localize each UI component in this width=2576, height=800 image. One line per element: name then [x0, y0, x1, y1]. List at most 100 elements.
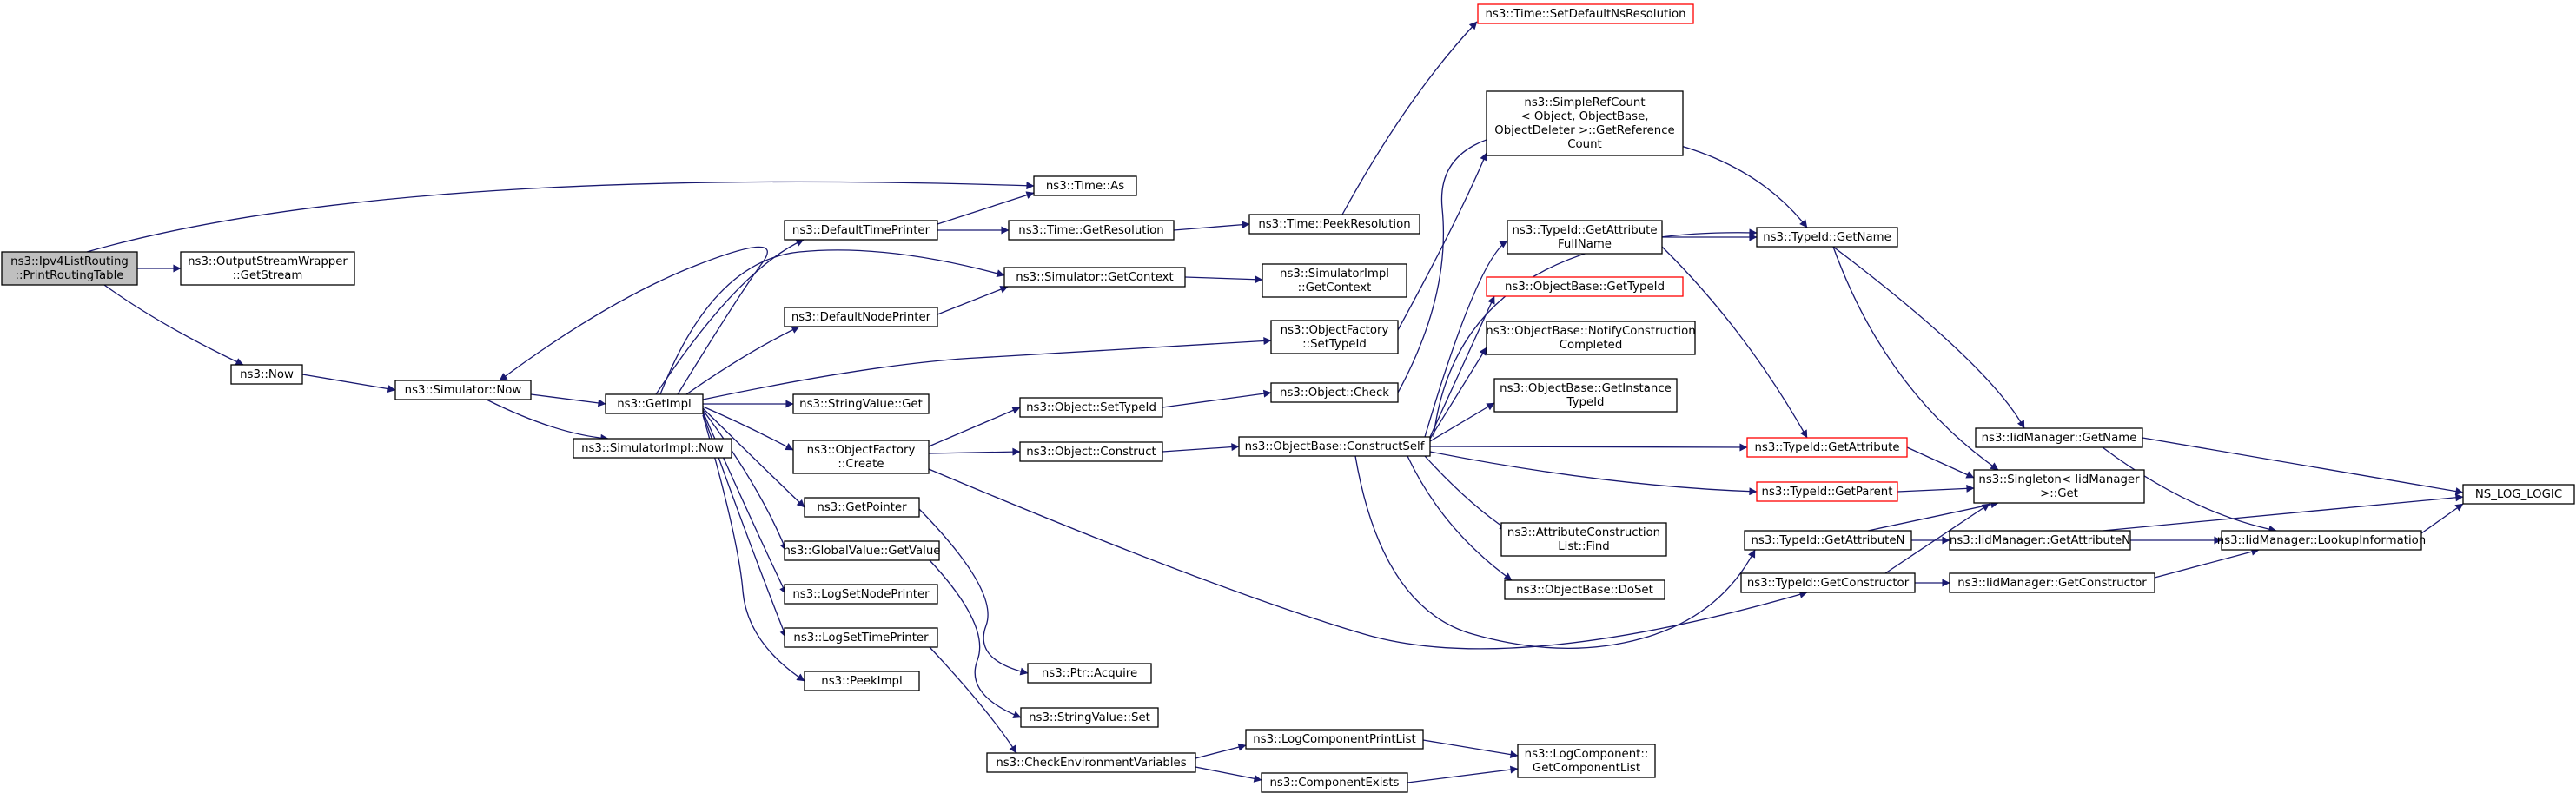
node-box[interactable]	[1486, 276, 1684, 297]
node-box[interactable]	[784, 220, 938, 241]
node-box[interactable]	[1033, 175, 1137, 196]
node-box[interactable]	[2221, 530, 2422, 551]
node-simgetctx[interactable]: ns3::Simulator::GetContext	[1003, 267, 1186, 288]
node-box[interactable]	[792, 393, 930, 414]
node-box[interactable]	[1248, 214, 1420, 235]
node-box[interactable]	[1270, 320, 1399, 354]
node-simnow[interactable]: ns3::Simulator::Now	[394, 380, 532, 400]
node-ofcreate[interactable]: ns3::ObjectFactory::Create	[792, 440, 930, 474]
node-obconstructself[interactable]: ns3::ObjectBase::ConstructSelf	[1238, 436, 1431, 457]
node-dnp[interactable]: ns3::DefaultNodePrinter	[784, 307, 938, 327]
node-box[interactable]	[1746, 437, 1908, 458]
node-box[interactable]	[1027, 663, 1152, 684]
node-box[interactable]	[1019, 441, 1163, 462]
node-box[interactable]	[784, 540, 940, 561]
node-box[interactable]	[605, 393, 704, 414]
node-now[interactable]: ns3::Now	[230, 364, 303, 385]
node-box[interactable]	[1238, 436, 1431, 457]
node-box[interactable]	[1507, 220, 1663, 255]
node-gvgetvalue[interactable]: ns3::GlobalValue::GetValue	[784, 540, 941, 561]
node-box[interactable]	[1517, 744, 1656, 778]
node-box[interactable]	[180, 251, 355, 286]
node-obdoset[interactable]: ns3::ObjectBase::DoSet	[1504, 579, 1665, 600]
node-iidgetctor[interactable]: ns3::IidManager::GetConstructor	[1949, 572, 2155, 593]
node-box[interactable]	[1008, 220, 1175, 241]
node-box[interactable]	[1, 251, 138, 286]
node-box[interactable]	[1949, 572, 2155, 593]
node-box[interactable]	[1756, 481, 1898, 502]
node-timepeek[interactable]: ns3::Time::PeekResolution	[1248, 214, 1420, 235]
node-timeas[interactable]: ns3::Time::As	[1033, 175, 1137, 196]
node-iidgetattrn[interactable]: ns3::IidManager::GetAttributeN	[1949, 530, 2131, 551]
node-dtp[interactable]: ns3::DefaultTimePrinter	[784, 220, 938, 241]
node-box[interactable]	[1975, 427, 2143, 448]
node-box[interactable]	[1949, 530, 2131, 551]
node-box[interactable]	[986, 752, 1196, 773]
node-box[interactable]	[1020, 707, 1159, 728]
node-box[interactable]	[792, 440, 930, 474]
node-lsnp[interactable]: ns3::LogSetNodePrinter	[784, 584, 938, 605]
node-box[interactable]	[804, 497, 920, 518]
node-box[interactable]	[2462, 484, 2575, 505]
node-box[interactable]	[1973, 469, 2145, 504]
node-compexists[interactable]: ns3::ComponentExists	[1261, 772, 1408, 793]
node-lcgcl[interactable]: ns3::LogComponent::GetComponentList	[1517, 744, 1656, 778]
node-ptracquire[interactable]: ns3::Ptr::Acquire	[1027, 663, 1152, 684]
node-strset[interactable]: ns3::StringValue::Set	[1020, 707, 1159, 728]
node-box[interactable]	[1270, 382, 1399, 403]
node-box[interactable]	[1486, 90, 1684, 156]
node-box[interactable]	[394, 380, 532, 400]
node-box[interactable]	[784, 307, 938, 327]
node-box[interactable]	[1740, 572, 1916, 593]
node-box[interactable]	[1003, 267, 1186, 288]
node-root[interactable]: ns3::Ipv4ListRouting::PrintRoutingTable	[1, 251, 138, 286]
node-box[interactable]	[230, 364, 303, 385]
node-box[interactable]	[1500, 522, 1667, 557]
node-objsettid[interactable]: ns3::Object::SetTypeId	[1019, 397, 1163, 418]
node-strget[interactable]: ns3::StringValue::Get	[792, 393, 930, 414]
node-objcheck[interactable]: ns3::Object::Check	[1270, 382, 1399, 403]
node-osw[interactable]: ns3::OutputStreamWrapper::GetStream	[180, 251, 355, 286]
node-tidgetattrn[interactable]: ns3::TypeId::GetAttributeN	[1744, 530, 1912, 551]
node-lstp[interactable]: ns3::LogSetTimePrinter	[784, 627, 938, 648]
node-tidgetname[interactable]: ns3::TypeId::GetName	[1756, 227, 1898, 248]
node-getimpl[interactable]: ns3::GetImpl	[605, 393, 704, 414]
node-simimplnow[interactable]: ns3::SimulatorImpl::Now	[573, 438, 732, 459]
node-box[interactable]	[1477, 3, 1694, 24]
node-box[interactable]	[573, 438, 732, 459]
node-box[interactable]	[784, 584, 938, 605]
node-lcpl[interactable]: ns3::LogComponentPrintList	[1245, 729, 1424, 750]
node-box[interactable]	[1261, 772, 1408, 793]
node-ofsettid[interactable]: ns3::ObjectFactory::SetTypeId	[1270, 320, 1399, 354]
node-simimplctx[interactable]: ns3::SimulatorImpl::GetContext	[1262, 263, 1407, 298]
node-box[interactable]	[784, 627, 938, 648]
node-obgettid[interactable]: ns3::ObjectBase::GetTypeId	[1486, 276, 1684, 297]
node-box[interactable]	[1756, 227, 1898, 248]
node-tidgetctor[interactable]: ns3::TypeId::GetConstructor	[1740, 572, 1916, 593]
node-box[interactable]	[1245, 729, 1424, 750]
node-timegetres[interactable]: ns3::Time::GetResolution	[1008, 220, 1175, 241]
node-objconstruct[interactable]: ns3::Object::Construct	[1019, 441, 1163, 462]
node-box[interactable]	[1493, 378, 1678, 413]
node-tidgetattr[interactable]: ns3::TypeId::GetAttribute	[1746, 437, 1908, 458]
node-simplerc[interactable]: ns3::SimpleRefCount< Object, ObjectBase,…	[1486, 90, 1684, 156]
node-box[interactable]	[804, 671, 920, 691]
node-box[interactable]	[1504, 579, 1665, 600]
node-box[interactable]	[1019, 397, 1163, 418]
node-getpointer[interactable]: ns3::GetPointer	[804, 497, 920, 518]
node-iidlookup[interactable]: ns3::IidManager::LookupInformation	[2217, 530, 2426, 551]
node-singleton[interactable]: ns3::Singleton< IidManager>::Get	[1973, 469, 2145, 504]
node-nslog[interactable]: NS_LOG_LOGIC	[2462, 484, 2575, 505]
node-tidgetparent[interactable]: ns3::TypeId::GetParent	[1756, 481, 1898, 502]
node-obnotify[interactable]: ns3::ObjectBase::NotifyConstructionCompl…	[1486, 321, 1696, 355]
node-box[interactable]	[1744, 530, 1912, 551]
node-peekimpl[interactable]: ns3::PeekImpl	[804, 671, 920, 691]
node-iidgetname[interactable]: ns3::IidManager::GetName	[1975, 427, 2143, 448]
node-cev[interactable]: ns3::CheckEnvironmentVariables	[986, 752, 1196, 773]
node-box[interactable]	[1262, 263, 1407, 298]
node-box[interactable]	[1486, 321, 1696, 355]
node-timesetdef[interactable]: ns3::Time::SetDefaultNsResolution	[1477, 3, 1694, 24]
